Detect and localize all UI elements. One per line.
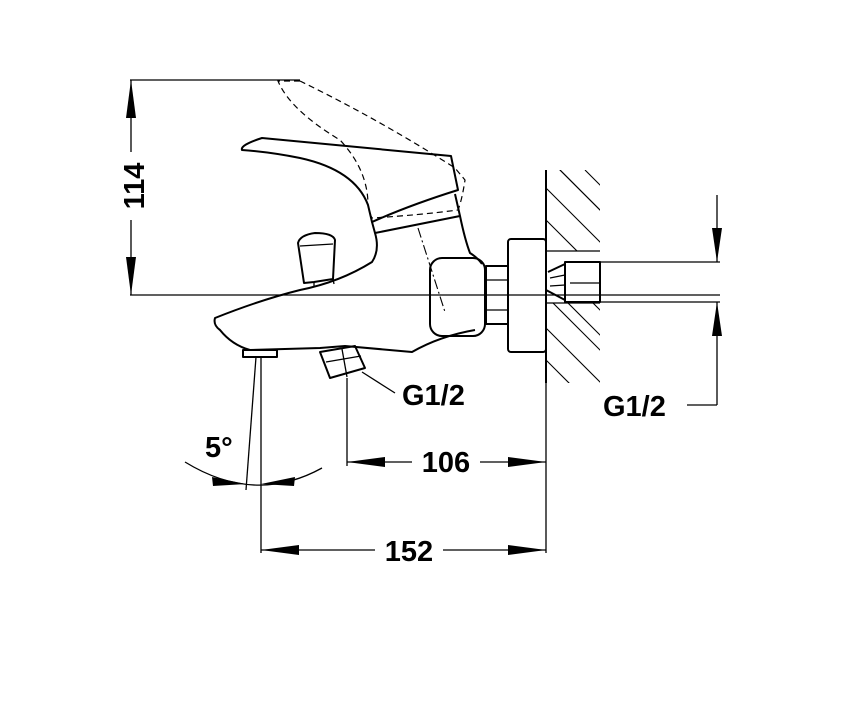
bottom-thread-label: G1/2 — [402, 380, 465, 412]
extension-lines — [130, 79, 720, 553]
wall-thread-dimension: G1/2 — [603, 195, 722, 423]
wall-section — [545, 170, 601, 383]
diverter-projection-dimension: 106 — [347, 446, 546, 479]
spout-projection-dimension: 152 — [261, 534, 546, 568]
spout-angle-dimension: 5° — [184, 432, 323, 486]
spout-angle-label: 5° — [205, 432, 233, 464]
lever-raised-position — [277, 80, 466, 219]
height-dimension: 114 — [118, 80, 151, 295]
wall-thread-label: G1/2 — [603, 391, 666, 423]
spout-projection-label: 152 — [385, 536, 433, 568]
diverter-projection-label: 106 — [422, 447, 470, 479]
faucet-body — [213, 137, 547, 394]
height-dimension-label: 114 — [119, 163, 151, 210]
